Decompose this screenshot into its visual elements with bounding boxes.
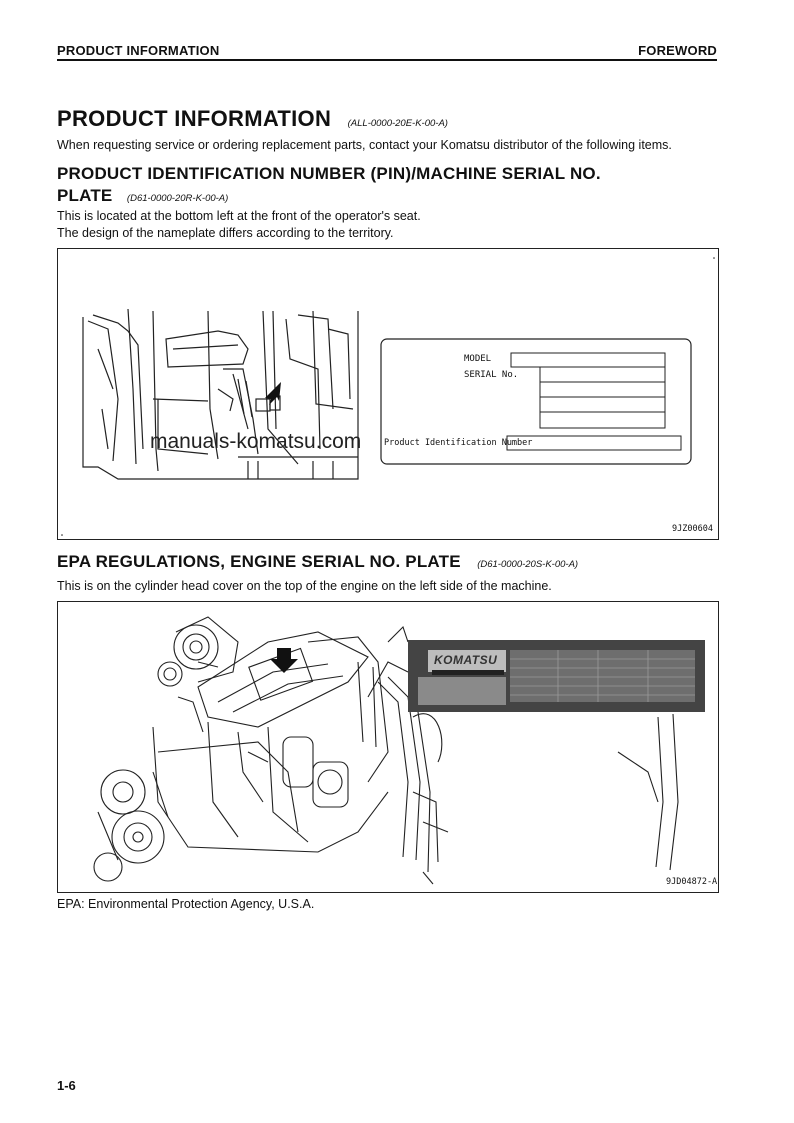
section1-heading-line1: PRODUCT IDENTIFICATION NUMBER (PIN)/MACH… xyxy=(57,164,601,183)
section2-heading: EPA REGULATIONS, ENGINE SERIAL NO. PLATE xyxy=(57,552,461,571)
watermark-text: manuals-komatsu.com xyxy=(150,430,362,453)
intro-text: When requesting service or ordering repl… xyxy=(57,138,672,152)
section1-heading-line2-block: PLATE (D61-0000-20R-K-00-A) xyxy=(57,186,228,206)
page-title-block: PRODUCT INFORMATION (ALL-0000-20E-K-00-A… xyxy=(57,106,448,132)
section2-heading-block: EPA REGULATIONS, ENGINE SERIAL NO. PLATE… xyxy=(57,552,578,572)
engine-figure: KOMATSU 9JD04872-A xyxy=(57,601,719,893)
plate-model-label: MODEL xyxy=(464,354,492,364)
section2-text: This is on the cylinder head cover on th… xyxy=(57,579,552,593)
section1-code: (D61-0000-20R-K-00-A) xyxy=(126,193,229,204)
figure1-id: 9JZ00604 xyxy=(672,524,713,534)
epa-footnote: EPA: Environmental Protection Agency, U.… xyxy=(57,897,315,911)
running-header-right: FOREWORD xyxy=(638,43,717,58)
page-title: PRODUCT INFORMATION xyxy=(57,106,332,131)
location-arrow-icon xyxy=(265,382,281,405)
section1-heading-line2: PLATE xyxy=(57,186,113,205)
page-title-code: (ALL-0000-20E-K-00-A) xyxy=(347,118,448,129)
pin-nameplate-outline xyxy=(380,338,692,465)
running-header-left: PRODUCT INFORMATION xyxy=(57,43,220,58)
header-rule xyxy=(57,59,717,61)
figure2-id: 9JD04872-A xyxy=(666,877,718,887)
engine-illustration xyxy=(93,616,705,885)
section1-text1: This is located at the bottom left at th… xyxy=(57,209,421,223)
page-number: 1-6 xyxy=(57,1078,76,1093)
komatsu-logo-text: KOMATSU xyxy=(434,653,498,667)
nameplate-figure: MODEL SERIAL No. Product Identification … xyxy=(57,248,719,540)
engine-location-arrow-icon xyxy=(270,648,298,673)
section2-code: (D61-0000-20S-K-00-A) xyxy=(477,559,579,570)
plate-serial-label: SERIAL No. xyxy=(464,370,519,380)
operator-seat-illustration xyxy=(61,257,715,536)
section1-text2: The design of the nameplate differs acco… xyxy=(57,226,394,240)
plate-pin-label: Product Identification Number xyxy=(384,438,533,448)
